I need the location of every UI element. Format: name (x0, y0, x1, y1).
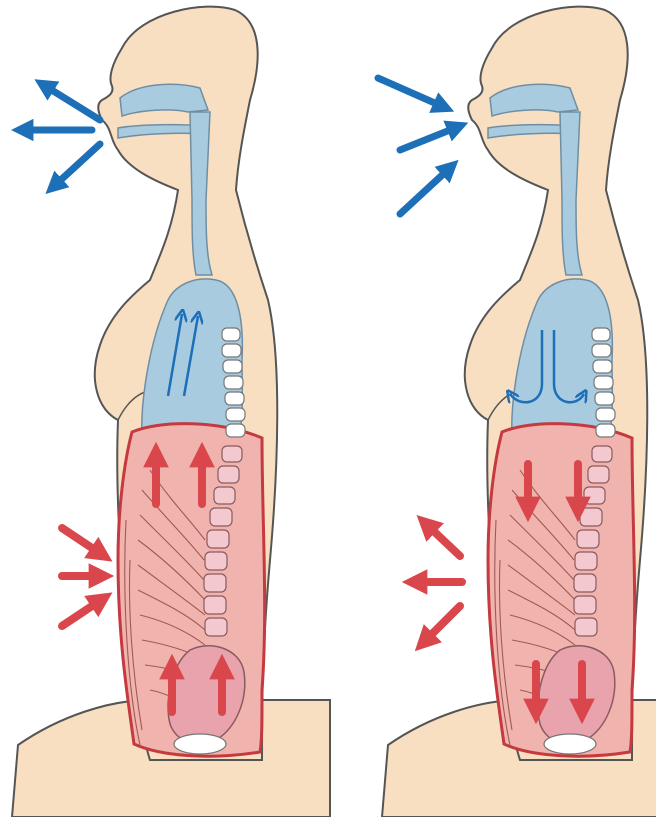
exhale-panel (12, 7, 330, 817)
arrow-air-in-middle (400, 126, 460, 150)
arrow-abdomen-out-3 (422, 606, 460, 644)
body-figure-inhale (382, 7, 656, 817)
air-out-arrows (20, 84, 100, 188)
abdominal-out-arrows (412, 522, 462, 644)
arrow-air-in-bottom (400, 166, 452, 214)
arrow-abdomen-in-1 (62, 528, 104, 556)
air-in-arrows (378, 78, 460, 214)
inhale-panel (378, 7, 656, 817)
arrow-abdomen-in-3 (62, 598, 104, 626)
arrow-air-in-top (378, 78, 446, 108)
arrow-air-out-down (52, 144, 100, 188)
arrow-air-out-up (42, 84, 100, 120)
arrow-abdomen-out-1 (424, 522, 460, 556)
abdominal-in-arrows (62, 528, 104, 626)
